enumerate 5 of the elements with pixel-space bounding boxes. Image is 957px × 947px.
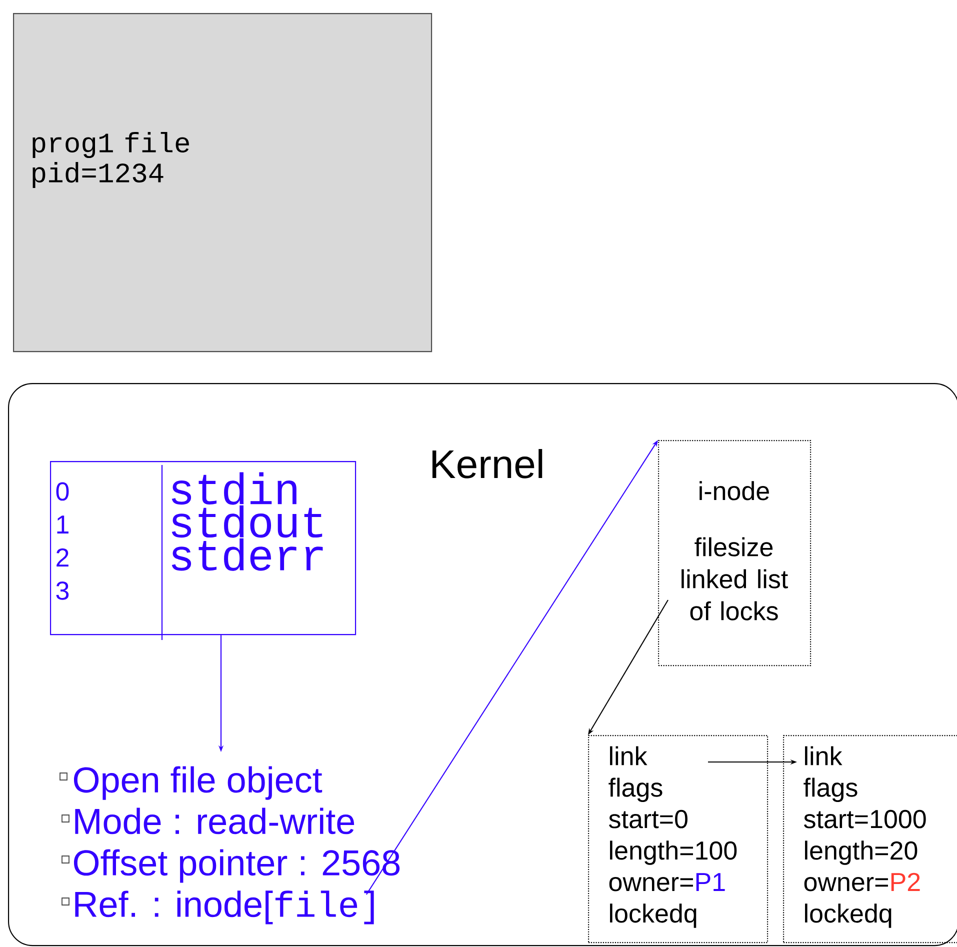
- inode-box: i-node filesize linked list of locks: [658, 440, 812, 666]
- lock-record-box: link flags start=0 length=100 owner=P1 lockedq: [588, 735, 768, 944]
- file-descriptor-table: 0 1 2 3 stdin stdout stderr: [50, 461, 356, 640]
- program-box: prog1 file pid=1234: [13, 13, 432, 352]
- lock-record-box: link flags start=1000 length=20 owner=P2 lockedq: [783, 735, 957, 944]
